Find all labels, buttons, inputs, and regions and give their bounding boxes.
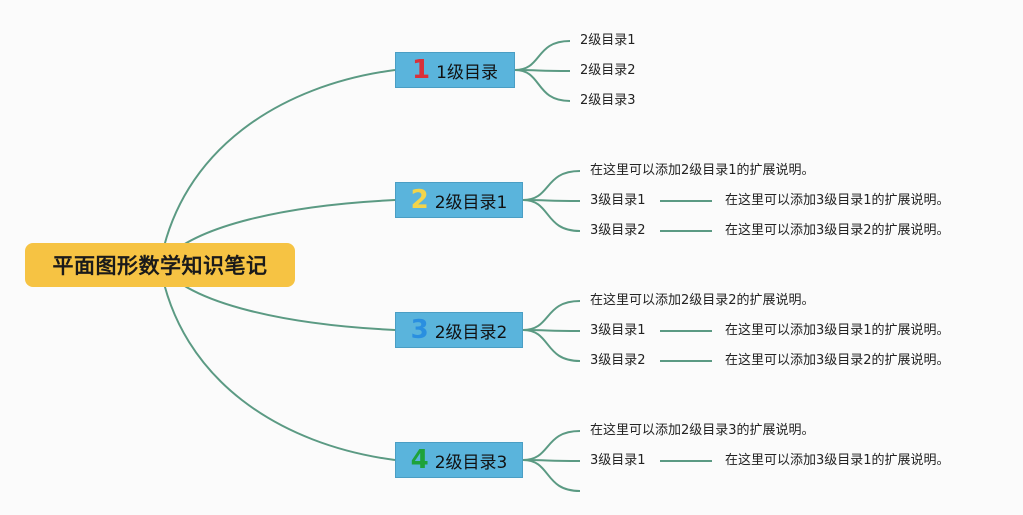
connector-branch-leaf [522,199,581,232]
leaf-note[interactable]: 在这里可以添加3级目录1的扩展说明。 [725,323,950,338]
leaf-topic[interactable]: 3级目录1 [590,453,646,468]
connector-root-branch-4 [159,264,396,461]
number-4-icon: 4 [410,445,429,475]
leaf-topic[interactable]: 3级目录2 [590,353,646,368]
leaf-note[interactable]: 在这里可以添加3级目录1的扩展说明。 [725,193,950,208]
number-1-icon: 1 [412,55,431,85]
connector-branch-leaf [522,459,581,492]
leaf-topic[interactable]: 3级目录2 [590,223,646,238]
connector-branch-leaf [514,40,571,71]
leaf-topic[interactable]: 在这里可以添加2级目录3的扩展说明。 [590,423,815,438]
leaf-topic[interactable]: 3级目录1 [590,323,646,338]
branch-node-2[interactable]: 2 2级目录1 [395,182,523,218]
root-title: 平面图形数学知识笔记 [52,254,268,278]
leaf-topic[interactable]: 2级目录1 [580,33,636,48]
branch-label: 2级目录2 [434,322,508,343]
connector-branch-leaf [522,430,581,461]
branch-label: 2级目录1 [434,192,508,213]
leaf-topic[interactable]: 2级目录2 [580,63,636,78]
connector-root-branch-1 [159,69,396,266]
leaf-note[interactable]: 在这里可以添加3级目录1的扩展说明。 [725,453,950,468]
branch-node-3[interactable]: 3 2级目录2 [395,312,523,348]
connector-branch-leaf [522,300,581,331]
number-2-icon: 2 [410,185,429,215]
connector-branch-leaf [522,170,581,201]
branch-label: 1级目录 [436,62,498,83]
root-topic[interactable]: 平面图形数学知识笔记 [25,243,295,287]
leaf-topic[interactable]: 3级目录1 [590,193,646,208]
leaf-topic[interactable]: 在这里可以添加2级目录1的扩展说明。 [590,163,815,178]
leaf-topic[interactable]: 在这里可以添加2级目录2的扩展说明。 [590,293,815,308]
branch-label: 2级目录3 [434,452,508,473]
number-3-icon: 3 [410,315,429,345]
leaf-topic[interactable]: 2级目录3 [580,93,636,108]
connector-branch-leaf [514,69,571,102]
branch-node-1[interactable]: 1 1级目录 [395,52,515,88]
leaf-note[interactable]: 在这里可以添加3级目录2的扩展说明。 [725,353,950,368]
leaf-note[interactable]: 在这里可以添加3级目录2的扩展说明。 [725,223,950,238]
branch-node-4[interactable]: 4 2级目录3 [395,442,523,478]
connector-branch-leaf [522,329,581,362]
